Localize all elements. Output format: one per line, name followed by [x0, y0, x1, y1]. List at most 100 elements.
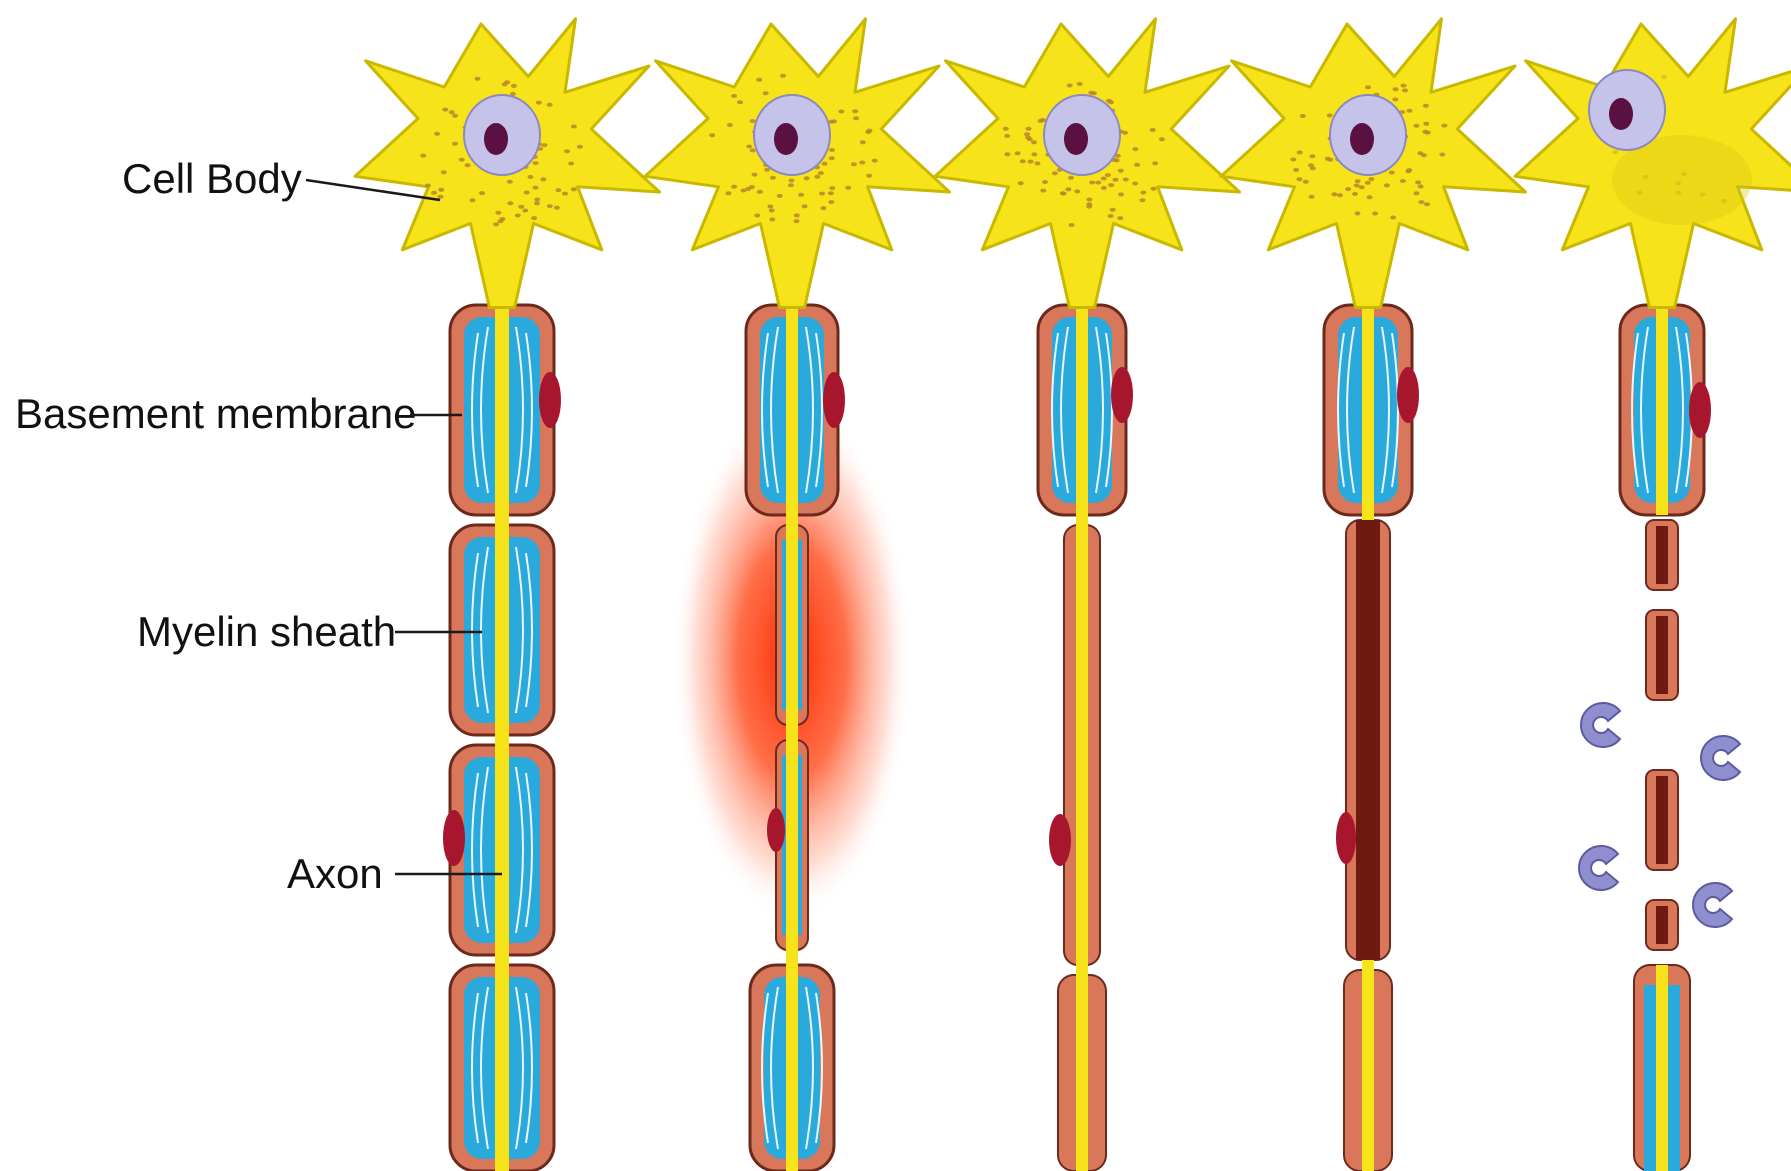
granule — [819, 192, 825, 196]
granule — [754, 214, 760, 218]
granule — [1052, 171, 1058, 175]
panel-injury — [645, 19, 950, 1171]
granule — [769, 209, 775, 213]
granule — [1424, 202, 1430, 206]
axon — [1362, 300, 1374, 520]
granule — [1413, 124, 1419, 128]
granule — [577, 145, 583, 149]
panel-demyelination — [935, 19, 1240, 1171]
granule — [746, 145, 752, 149]
granule — [1140, 191, 1146, 195]
granule — [752, 173, 758, 177]
granule — [507, 180, 513, 184]
nucleolus — [1609, 98, 1633, 130]
granule — [1065, 187, 1071, 191]
granule — [740, 189, 746, 193]
granule — [1004, 152, 1010, 156]
granule — [1026, 127, 1032, 131]
schwann-nucleus — [1689, 382, 1711, 438]
granule — [860, 140, 866, 144]
granule — [1101, 177, 1107, 181]
nucleolus — [484, 123, 508, 155]
granule — [1367, 195, 1373, 199]
panel-axon-degeneration — [1221, 19, 1526, 1171]
granule — [528, 175, 534, 179]
granule — [522, 209, 528, 213]
granule — [1296, 177, 1302, 181]
granule — [465, 163, 471, 167]
granule — [515, 214, 521, 218]
granule — [1612, 150, 1618, 154]
axon — [1076, 300, 1088, 1171]
granule — [1352, 192, 1358, 196]
schwann-nucleus — [1336, 812, 1356, 864]
granule — [555, 188, 561, 192]
granule — [1309, 154, 1315, 158]
granule — [845, 186, 851, 190]
granule — [1095, 181, 1101, 185]
granule — [829, 148, 835, 152]
granule — [838, 110, 844, 114]
granule — [1423, 104, 1429, 108]
axon-debris — [1656, 526, 1668, 584]
granule — [441, 170, 447, 174]
granule — [1355, 211, 1361, 215]
granule — [725, 191, 731, 195]
granule — [547, 103, 553, 107]
macrophage — [1579, 846, 1618, 890]
granule — [1393, 87, 1399, 91]
granule — [1101, 186, 1107, 190]
granule — [438, 195, 444, 199]
granule — [865, 130, 871, 134]
degenerated-axon — [1356, 520, 1380, 960]
granule — [533, 186, 539, 190]
granule — [802, 204, 808, 208]
label-basement-membrane: Basement membrane — [15, 390, 462, 437]
granule — [541, 143, 547, 147]
granule — [1152, 161, 1158, 165]
granule — [1132, 147, 1138, 151]
granule — [829, 186, 835, 190]
granule — [1415, 180, 1421, 184]
granule — [1061, 192, 1067, 196]
granule — [1118, 169, 1124, 173]
granule — [822, 162, 828, 166]
nucleolus — [774, 123, 798, 155]
granule — [571, 187, 577, 191]
granule — [1392, 97, 1398, 101]
granule — [1004, 134, 1010, 138]
granule — [1105, 173, 1111, 177]
granule — [534, 201, 540, 205]
granule — [1089, 181, 1095, 185]
granule — [750, 119, 756, 123]
granule — [1035, 161, 1041, 165]
granule — [1354, 184, 1360, 188]
granule — [1290, 158, 1296, 162]
granule — [1293, 168, 1299, 172]
granule — [737, 100, 743, 104]
panel-phagocytosis — [1515, 19, 1791, 1171]
granule — [1406, 168, 1412, 172]
granule — [531, 216, 537, 220]
granule — [518, 205, 524, 209]
granule — [442, 108, 448, 112]
granule — [475, 77, 481, 81]
granule — [769, 217, 775, 221]
granule — [828, 191, 834, 195]
schwann-nucleus — [443, 810, 465, 866]
granule — [1159, 137, 1165, 141]
label-axon-text: Axon — [287, 850, 383, 897]
granule — [1040, 189, 1046, 193]
granule — [777, 194, 783, 198]
granule — [1372, 212, 1378, 216]
granule — [564, 149, 570, 153]
granule — [540, 177, 546, 181]
granule — [495, 211, 501, 215]
granule — [1439, 153, 1445, 157]
granule — [794, 213, 800, 217]
granule — [568, 162, 574, 166]
macrophage — [1701, 736, 1740, 780]
granule — [1074, 189, 1080, 193]
granule — [1140, 198, 1146, 202]
granule — [1068, 176, 1074, 180]
